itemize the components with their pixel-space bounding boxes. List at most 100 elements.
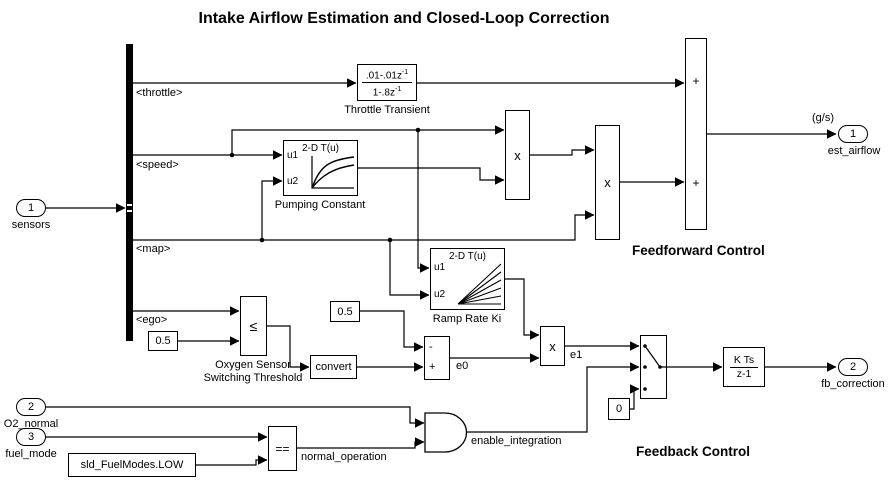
product-operator: x	[514, 147, 521, 163]
lookup-curve-icon	[311, 156, 355, 189]
wire-speed-branch-to-product1[interactable]	[231, 125, 505, 155]
wire-lte-to-convert[interactable]	[267, 325, 310, 372]
switch-symbol-icon	[643, 344, 666, 391]
equals-block[interactable]: ==	[268, 426, 297, 471]
wire-enable-integration-to-switch[interactable]	[467, 362, 640, 433]
outport-number: 1	[849, 128, 857, 140]
wire-pumping-constant-out[interactable]	[358, 167, 505, 185]
integrator-denominator: z-1	[736, 367, 752, 380]
bus-tick-icon	[127, 204, 132, 206]
wire-ramp-ki-to-product3[interactable]	[505, 278, 540, 340]
signal-throttle-label: <throttle>	[136, 87, 183, 99]
inport-number: 2	[27, 401, 35, 413]
lookup-u1-label: u1	[434, 262, 446, 273]
constant-value: 0.5	[337, 305, 353, 318]
discrete-integrator-block[interactable]: K Ts z-1	[723, 347, 765, 387]
feedforward-sum-block[interactable]: + +	[685, 38, 707, 230]
tf-numerator: .01-.01z-1	[365, 68, 409, 81]
constant-value: 0	[615, 403, 623, 415]
signal-e1-label: e1	[570, 349, 583, 361]
lte-operator: ≤	[249, 318, 258, 334]
fraction-bar	[730, 366, 758, 368]
sum-sign-bottom: +	[692, 176, 700, 190]
inport-sensors[interactable]: 1	[16, 199, 46, 217]
oxygen-threshold-label-line1: Oxygen Sensor	[215, 359, 291, 371]
lookup-fan-icon	[457, 263, 502, 305]
diagram-title: Intake Airflow Estimation and Closed-Loo…	[198, 10, 610, 27]
constant-fuelmode-block[interactable]: sld_FuelModes.LOW	[68, 453, 196, 477]
inport-o2-normal-label: O2_normal	[3, 418, 59, 430]
tf-denominator: 1-.8z-1	[372, 86, 402, 99]
and-gate[interactable]	[424, 412, 468, 453]
inport-o2-normal[interactable]: 2	[16, 398, 46, 416]
inport-sensors-label: sensors	[11, 219, 51, 231]
pumping-constant-block[interactable]: 2-D T(u) u1 u2	[283, 140, 358, 196]
tf-num-exponent: -1	[401, 68, 409, 76]
constant-zero-block[interactable]: 0	[608, 398, 630, 420]
pumping-constant-label: Pumping Constant	[274, 199, 366, 211]
branch-dot	[229, 152, 235, 158]
lookup-u2-label: u2	[287, 176, 299, 187]
inport-fuel-mode[interactable]: 3	[16, 428, 46, 446]
ramp-rate-ki-label: Ramp Rate Ki	[432, 313, 502, 325]
lookup-u1-label: u1	[287, 150, 299, 161]
data-type-convert-block[interactable]: convert	[310, 355, 357, 379]
product-operator: x	[549, 338, 556, 354]
convert-label: convert	[315, 361, 352, 373]
inport-number: 1	[27, 202, 35, 214]
throttle-transient-block[interactable]: .01-.01z-1 1-.8z-1	[357, 64, 417, 101]
branch-dot	[415, 127, 421, 133]
outport-est-airflow-label: est_airflow	[827, 145, 881, 157]
oxygen-threshold-label-line2: Switching Threshold	[203, 372, 303, 384]
wire-product1-to-product2[interactable]	[530, 145, 595, 156]
fraction-bar	[362, 82, 412, 83]
signal-ego-label: <ego>	[136, 314, 168, 326]
switch-block[interactable]	[640, 335, 667, 399]
lookup-u2-label: u2	[434, 289, 446, 300]
sum-sign-bottom: +	[429, 361, 436, 373]
lookup-header: 2-D T(u)	[448, 251, 487, 262]
signal-enable-integration-label: enable_integration	[471, 435, 562, 447]
wire-zero-to-switch[interactable]	[630, 384, 640, 410]
sum-sign-top: -	[429, 341, 433, 353]
product2-block[interactable]: x	[595, 125, 620, 240]
outport-fb-correction[interactable]: 2	[838, 358, 868, 376]
integrator-numerator: K Ts	[733, 353, 755, 366]
error-sum-block[interactable]: - +	[424, 336, 450, 380]
constant-value: 0.5	[155, 335, 171, 347]
relational-lte-block[interactable]: ≤	[240, 296, 267, 356]
wire-map-to-ramp-ki[interactable]	[389, 240, 430, 300]
wire-half-to-err-sum[interactable]	[360, 310, 424, 352]
constant-threshold-block[interactable]: 0.5	[148, 331, 178, 351]
signal-normal-operation-label: normal_operation	[301, 451, 387, 463]
signal-map-label: <map>	[136, 243, 171, 255]
constant-value: sld_FuelModes.LOW	[80, 459, 184, 471]
product3-block[interactable]: x	[540, 326, 565, 366]
equals-operator: ==	[275, 441, 290, 456]
wire-normal-operation[interactable]	[297, 437, 425, 449]
bus-tick-icon	[127, 210, 132, 212]
lookup-header: 2-D T(u)	[301, 143, 340, 154]
outport-fb-correction-label: fb_correction	[821, 378, 885, 390]
est-airflow-unit: (g/s)	[812, 112, 834, 124]
feedback-control-annotation: Feedback Control	[636, 444, 751, 459]
wire-fuelmode-const-to-equals[interactable]	[196, 455, 268, 466]
transfer-fcn-body: .01-.01z-1 1-.8z-1	[358, 65, 416, 100]
wire-o2-normal[interactable]	[46, 406, 425, 428]
wire-speed-branch-to-ramp-ki[interactable]	[417, 130, 430, 273]
bus-selector-bar[interactable]	[126, 44, 133, 341]
inport-fuel-mode-label: fuel_mode	[5, 448, 57, 460]
inport-number: 3	[27, 431, 35, 443]
tf-den-exponent: -1	[395, 86, 402, 93]
ramp-rate-ki-block[interactable]: 2-D T(u) u1 u2	[430, 248, 505, 310]
wire-map[interactable]	[133, 210, 595, 241]
integrator-body: K Ts z-1	[724, 348, 764, 386]
wire-map-to-pumping-constant[interactable]	[261, 176, 283, 240]
outport-est-airflow[interactable]: 1	[838, 125, 868, 143]
sum-sign-top: +	[692, 74, 700, 88]
signal-e0-label: e0	[456, 360, 469, 372]
constant-half-block[interactable]: 0.5	[330, 301, 360, 322]
feedforward-control-annotation: Feedforward Control	[632, 243, 765, 258]
product1-block[interactable]: x	[505, 110, 530, 200]
